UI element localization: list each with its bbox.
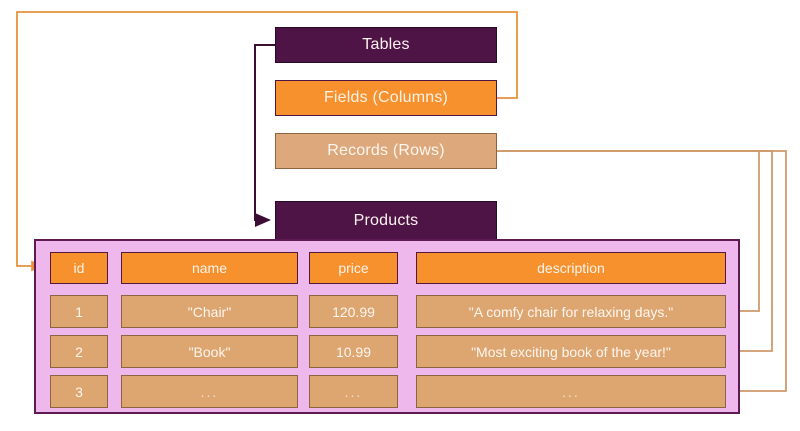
table-row: 3 (50, 375, 108, 408)
table-row: "Most exciting book of the year!" (416, 335, 726, 368)
column-header-name: name (121, 252, 298, 284)
table-row: "A comfy chair for relaxing days." (416, 295, 726, 328)
concept-box-fields: Fields (Columns) (275, 80, 497, 116)
concept-label-tables: Tables (362, 36, 410, 53)
column-header-description: description (416, 252, 726, 284)
connector-tables-to-products (254, 44, 275, 227)
table-row: 10.99 (309, 335, 398, 368)
table-row: 2 (50, 335, 108, 368)
table-row: 120.99 (309, 295, 398, 328)
table-row: "Book" (121, 335, 298, 368)
products-table-panel: id name price description 1 "Chair" 120.… (34, 239, 740, 414)
concept-label-records: Records (Rows) (327, 142, 445, 159)
table-title-label: Products (353, 211, 419, 229)
table-row: 1 (50, 295, 108, 328)
concept-box-records: Records (Rows) (275, 133, 497, 169)
concept-label-fields: Fields (Columns) (323, 89, 449, 106)
table-row: ... (416, 375, 726, 408)
table-title-products: Products (275, 201, 497, 240)
concept-box-tables: Tables (275, 27, 497, 63)
column-header-id: id (50, 252, 108, 284)
table-row: "Chair" (121, 295, 298, 328)
table-row: ... (309, 375, 398, 408)
column-header-price: price (309, 252, 398, 284)
table-row: ... (121, 375, 298, 408)
